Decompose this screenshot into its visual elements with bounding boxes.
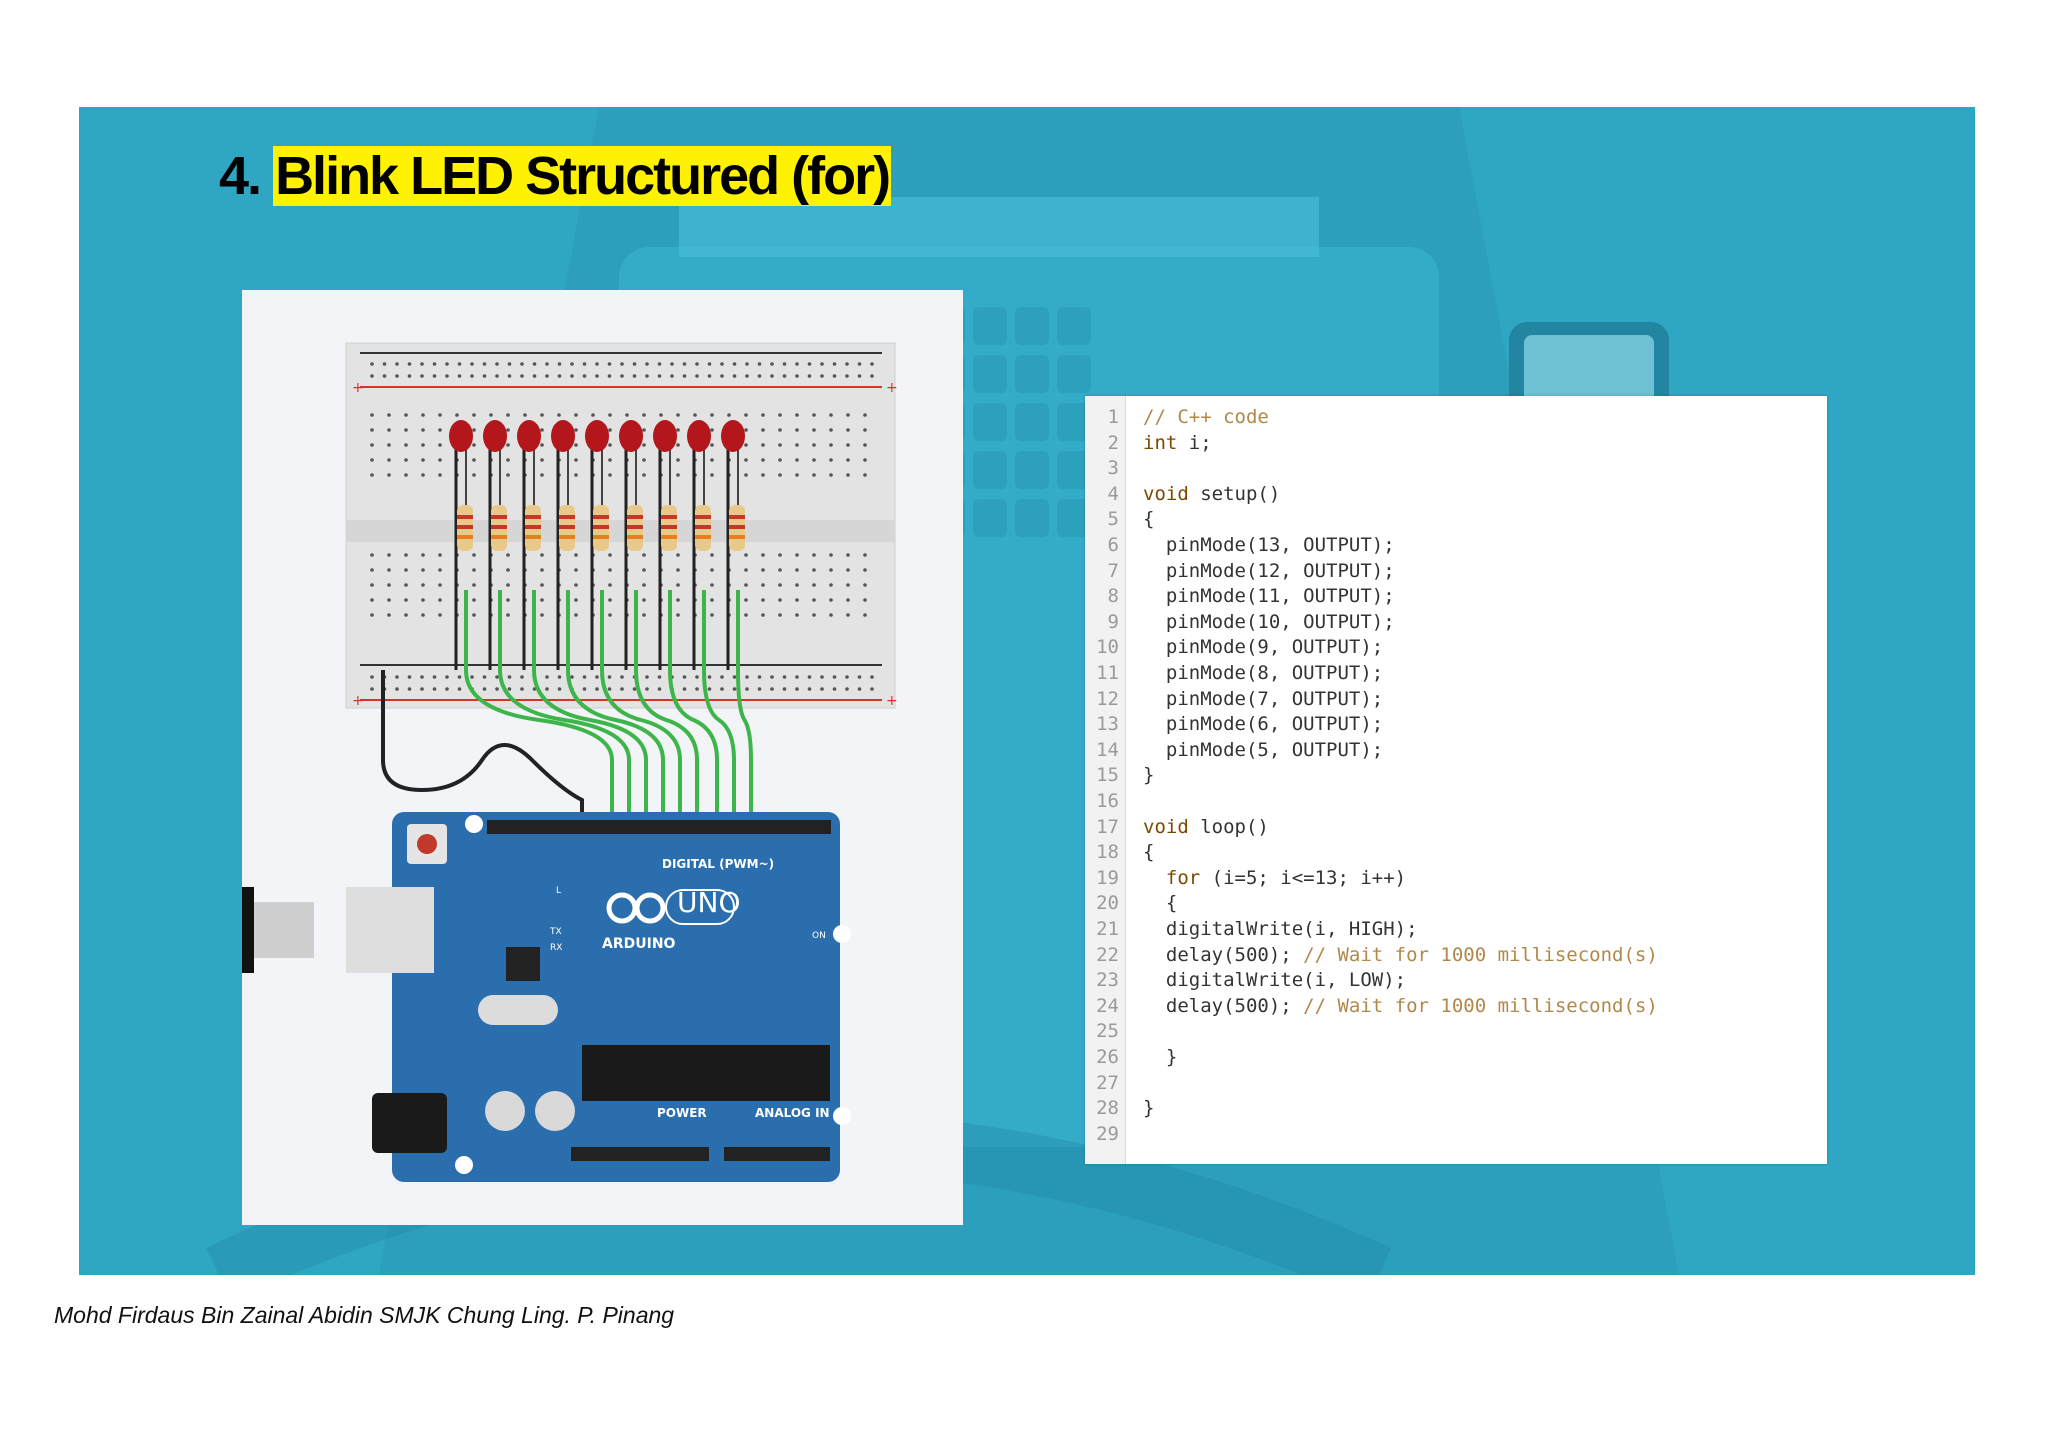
code-line: digitalWrite(i, HIGH); bbox=[1143, 918, 1418, 940]
line-number: 5 bbox=[1107, 508, 1119, 531]
code-line: { bbox=[1143, 892, 1178, 915]
led-icon bbox=[653, 420, 677, 452]
circuit-panel: + + + + bbox=[242, 290, 963, 1225]
circuit-diagram: + + + + bbox=[242, 342, 898, 1182]
arduino-uno-board: UNO ARDUINO DIGITAL (PWM~) POWER ANALOG … bbox=[242, 812, 851, 1182]
title-number: 4. bbox=[219, 146, 262, 206]
code-line: void loop() bbox=[1143, 815, 1269, 838]
code-line: pinMode(5, OUTPUT); bbox=[1143, 738, 1384, 761]
line-number: 13 bbox=[1096, 713, 1119, 736]
code-line: digitalWrite(i, LOW); bbox=[1143, 969, 1407, 992]
led-icon bbox=[551, 420, 575, 452]
code-line: pinMode(6, OUTPUT); bbox=[1143, 713, 1384, 736]
line-number: 17 bbox=[1096, 815, 1119, 838]
wire bbox=[464, 590, 614, 822]
line-number: 12 bbox=[1096, 687, 1119, 710]
line-number: 1 bbox=[1107, 406, 1119, 428]
led-icon bbox=[449, 420, 473, 452]
ground-wire bbox=[381, 670, 584, 822]
code-line: pinMode(7, OUTPUT); bbox=[1143, 687, 1384, 710]
wire bbox=[702, 590, 736, 822]
svg-text:+: + bbox=[886, 380, 898, 396]
wire bbox=[532, 590, 648, 822]
line-number: 19 bbox=[1096, 866, 1119, 889]
line-number: 22 bbox=[1096, 943, 1119, 966]
line-number: 8 bbox=[1107, 585, 1119, 608]
tx-label: TX bbox=[549, 927, 562, 937]
line-number: 18 bbox=[1096, 841, 1119, 864]
led-icon bbox=[483, 420, 507, 452]
wire bbox=[634, 590, 699, 822]
code-line: } bbox=[1143, 1097, 1155, 1120]
line-number: 11 bbox=[1096, 662, 1119, 684]
code-line: } bbox=[1143, 1046, 1178, 1068]
line-number: 24 bbox=[1096, 994, 1119, 1017]
wire bbox=[600, 590, 682, 822]
code-line: } bbox=[1143, 764, 1155, 787]
code-line: int i; bbox=[1143, 431, 1212, 454]
code-line: { bbox=[1143, 841, 1155, 864]
code-line: delay(500); // Wait for 1000 millisecond… bbox=[1143, 994, 1658, 1017]
code-line: // C++ code bbox=[1143, 406, 1269, 428]
led-icon bbox=[721, 420, 745, 452]
title-text: Blink LED Structured (for) bbox=[273, 146, 891, 206]
code-line: pinMode(12, OUTPUT); bbox=[1143, 559, 1395, 582]
wire bbox=[498, 590, 631, 822]
code-line: void setup() bbox=[1143, 482, 1281, 505]
line-number: 4 bbox=[1107, 482, 1119, 505]
line-number: 28 bbox=[1096, 1097, 1119, 1120]
arduino-logo-icon bbox=[606, 892, 666, 924]
l-label: L bbox=[556, 886, 561, 896]
wire bbox=[668, 590, 719, 822]
line-number: 10 bbox=[1096, 636, 1119, 659]
line-number: 2 bbox=[1107, 431, 1119, 454]
led-icon bbox=[619, 420, 643, 452]
line-number: 6 bbox=[1107, 534, 1119, 556]
line-number: 9 bbox=[1107, 610, 1119, 633]
line-number: 3 bbox=[1107, 457, 1119, 480]
code-line: pinMode(13, OUTPUT); bbox=[1143, 534, 1395, 556]
line-number: 20 bbox=[1096, 892, 1119, 915]
line-number: 23 bbox=[1096, 969, 1119, 992]
line-number: 16 bbox=[1096, 790, 1119, 812]
svg-text:+: + bbox=[352, 693, 364, 709]
board-brand: ARDUINO bbox=[602, 936, 676, 952]
code-line: for (i=5; i<=13; i++) bbox=[1165, 866, 1407, 889]
line-number: 15 bbox=[1096, 764, 1119, 787]
line-number: 25 bbox=[1096, 1020, 1119, 1043]
digital-label: DIGITAL (PWM~) bbox=[662, 857, 774, 871]
slide: 4. Blink LED Structured (for) + + + + bbox=[79, 107, 1975, 1275]
led-icon bbox=[585, 420, 609, 452]
power-label: POWER bbox=[657, 1106, 707, 1120]
slide-title: 4. Blink LED Structured (for) bbox=[219, 145, 891, 207]
on-label: ON bbox=[812, 931, 826, 941]
line-number: 7 bbox=[1107, 559, 1119, 582]
led-icon bbox=[687, 420, 711, 452]
footer-author: Mohd Firdaus Bin Zainal Abidin SMJK Chun… bbox=[54, 1302, 675, 1328]
code-line: pinMode(9, OUTPUT); bbox=[1143, 636, 1384, 659]
line-number: 14 bbox=[1096, 738, 1119, 761]
code-line: pinMode(8, OUTPUT); bbox=[1143, 662, 1384, 684]
line-number: 29 bbox=[1096, 1122, 1119, 1145]
code-line: pinMode(10, OUTPUT); bbox=[1143, 610, 1395, 633]
rx-label: RX bbox=[550, 943, 562, 953]
code-line: { bbox=[1143, 508, 1155, 531]
code-line: pinMode(11, OUTPUT); bbox=[1143, 585, 1395, 608]
analog-label: ANALOG IN bbox=[755, 1106, 830, 1120]
line-number: 26 bbox=[1096, 1046, 1119, 1068]
wire bbox=[736, 590, 753, 822]
led-icon bbox=[517, 420, 541, 452]
code-line: delay(500); // Wait for 1000 millisecond… bbox=[1143, 943, 1658, 966]
line-number: 27 bbox=[1096, 1071, 1119, 1094]
svg-text:+: + bbox=[352, 380, 364, 396]
board-name: UNO bbox=[677, 886, 740, 919]
line-number: 21 bbox=[1096, 918, 1119, 940]
svg-text:+: + bbox=[886, 693, 898, 709]
wire bbox=[566, 590, 665, 822]
